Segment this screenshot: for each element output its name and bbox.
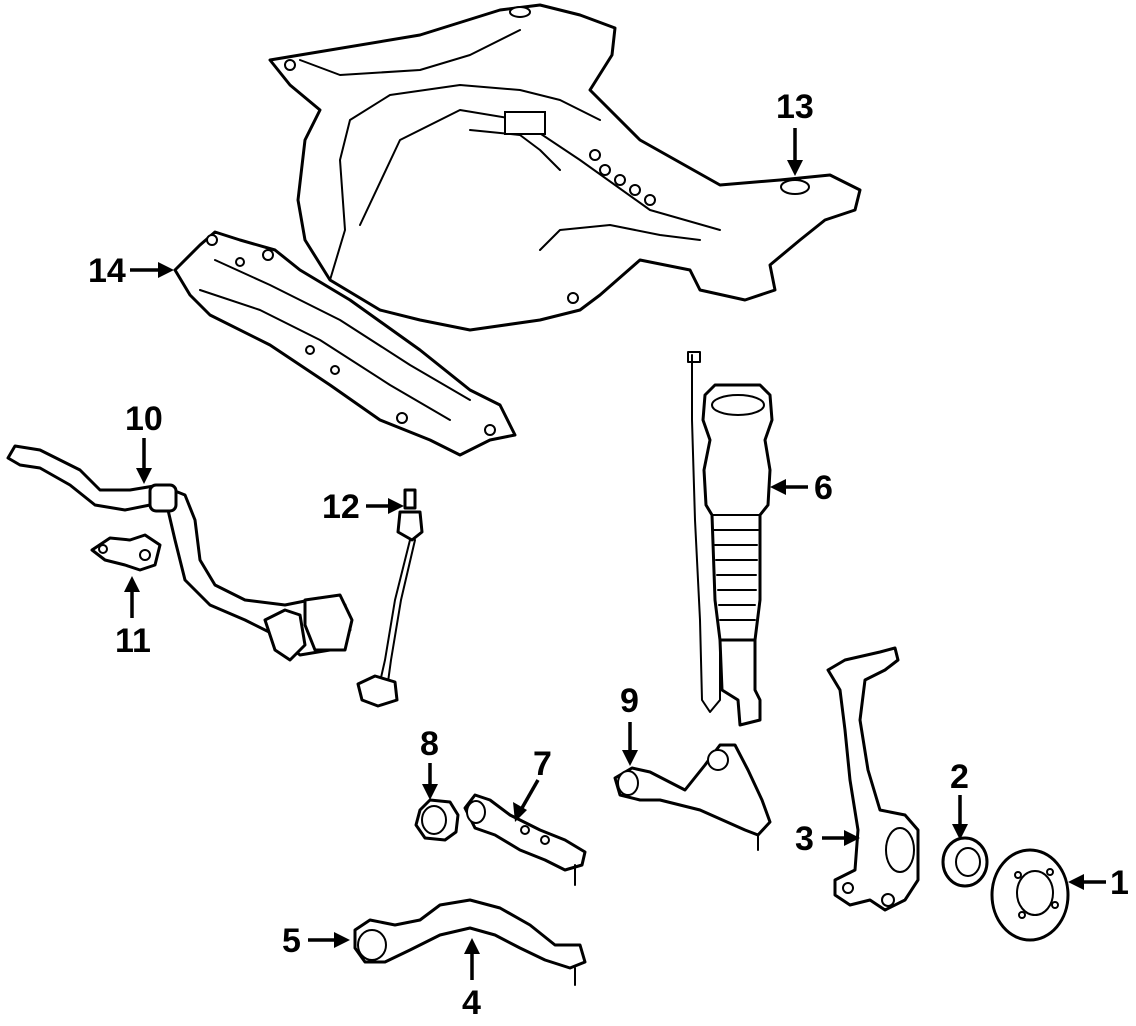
callout-5: 5 — [282, 922, 301, 960]
callout-4: 4 — [462, 984, 481, 1022]
callout-13: 13 — [776, 88, 814, 126]
callout-11: 11 — [115, 622, 151, 660]
callout-8: 8 — [420, 725, 439, 763]
part-4-lower-control-arm — [353, 898, 587, 986]
part-3-steering-knuckle — [826, 646, 920, 912]
callout-10: 10 — [125, 400, 163, 438]
part-13-crossmember — [268, 3, 862, 332]
part-6-air-strut — [687, 351, 774, 727]
callout-9: 9 — [620, 682, 639, 720]
part-11-bracket — [90, 533, 162, 572]
part-7-tension-strut — [463, 793, 587, 886]
callout-2: 2 — [950, 758, 969, 796]
callout-labels: 13 14 10 11 12 6 9 8 7 3 2 1 5 4 — [88, 88, 1129, 1022]
part-12-stabilizer-link — [356, 488, 424, 708]
part-14-cross-brace — [173, 230, 517, 457]
part-8-bushing — [414, 798, 460, 842]
callout-6: 6 — [814, 469, 833, 507]
part-2-wheel-bearing — [941, 836, 989, 888]
part-1-wheel-hub — [990, 848, 1070, 942]
callout-12: 12 — [322, 488, 360, 526]
callout-3: 3 — [795, 820, 814, 858]
part-10-stabilizer-bar — [6, 444, 354, 662]
callout-7: 7 — [533, 745, 552, 783]
callout-arrows — [124, 128, 1106, 980]
callout-14: 14 — [88, 252, 126, 290]
arrow-7 — [520, 779, 540, 809]
part-9-upper-control-arm — [613, 743, 772, 851]
callout-1: 1 — [1110, 864, 1129, 902]
